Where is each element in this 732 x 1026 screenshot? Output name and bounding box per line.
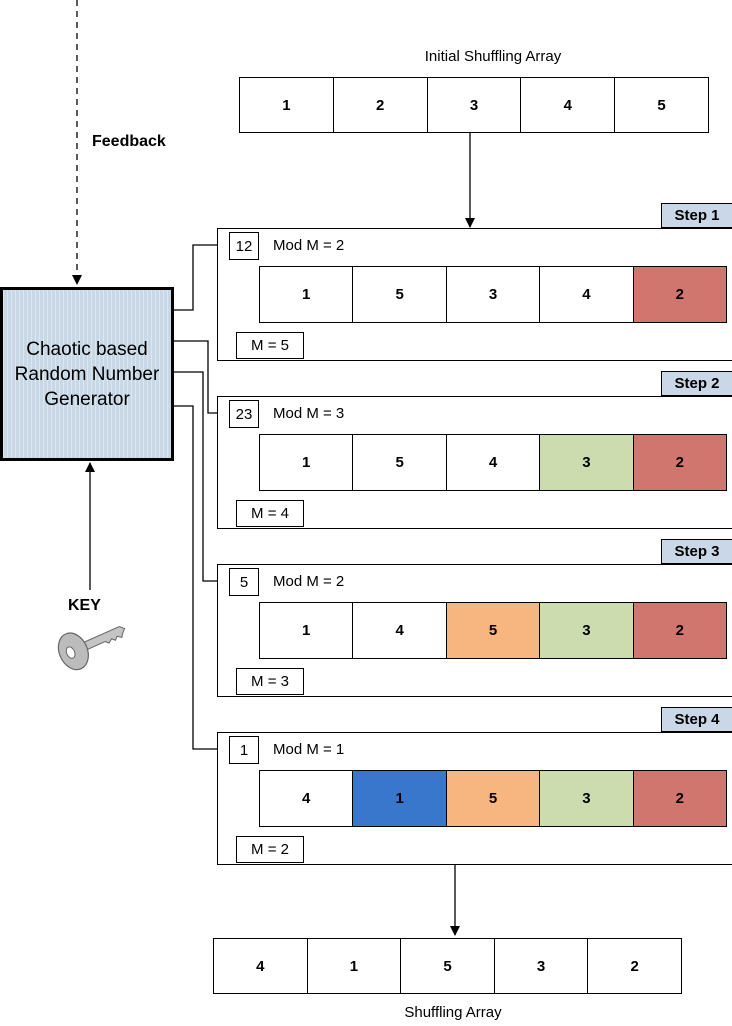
final-array-cell: 4 [214, 939, 308, 993]
step-array-cell: 1 [260, 267, 354, 322]
mod-label: Mod M = 2 [273, 573, 345, 590]
m-value-box: M = 5 [236, 332, 304, 359]
step-array-cell: 4 [353, 603, 447, 658]
initial-array-cell: 3 [428, 78, 522, 132]
wire-step4 [174, 405, 229, 750]
step-array-cell: 2 [633, 435, 727, 490]
step-array-cell: 1 [260, 435, 354, 490]
final-array-cell: 2 [630, 957, 639, 975]
step-2-tag: Step 2 [661, 371, 732, 396]
step-1-tag: Step 1 [661, 203, 732, 228]
step-array-cell: 1 [353, 771, 447, 826]
step-array-cell: 1 [260, 603, 354, 658]
step-array-cell: 5 [446, 771, 541, 826]
step-array-cell: 3 [540, 771, 634, 826]
mod-label: Mod M = 2 [273, 237, 345, 254]
generator-label: Chaotic based Random Number Generator [14, 338, 160, 410]
step-array-cell: 2 [633, 603, 727, 658]
final-array-cell: 1 [308, 939, 402, 993]
step-array-cell: 2 [633, 771, 727, 826]
step-array-cell: 4 [446, 435, 541, 490]
step-array-cell: 3 [540, 435, 634, 490]
key-icon [57, 626, 126, 671]
final-array-cell: 3 [495, 939, 589, 993]
final-array-cell: 5 [401, 939, 495, 993]
final-array-caption: Shuffling Array [404, 1004, 502, 1021]
key-label: KEY [68, 597, 101, 614]
step-array-cell: 3 [540, 603, 634, 658]
step-array-cell: 5 [353, 267, 447, 322]
mod-label: Mod M = 1 [273, 741, 345, 758]
m-value-box: M = 2 [236, 836, 304, 863]
initial-array-cell: 5 [657, 96, 666, 114]
step-array-cell: 4 [260, 771, 354, 826]
random-number-box: 1 [229, 736, 259, 764]
wire-step1 [174, 244, 229, 311]
m-value-box: M = 3 [236, 668, 304, 695]
initial-array-caption: Initial Shuffling Array [424, 48, 562, 65]
wire-step3 [174, 371, 229, 582]
step-array-cell: 5 [353, 435, 447, 490]
step-3-tag: Step 3 [661, 539, 732, 564]
random-number-box: 23 [229, 400, 259, 428]
m-value-box: M = 4 [236, 500, 304, 527]
feedback-label: Feedback [92, 133, 166, 150]
step-array-cell: 3 [446, 267, 541, 322]
random-number-generator: Chaotic based Random Number Generator [0, 287, 174, 461]
mod-label: Mod M = 3 [273, 405, 345, 422]
initial-array-cell: 2 [334, 78, 428, 132]
step-array-cell: 2 [633, 267, 727, 322]
initial-array-cell: 4 [521, 78, 616, 132]
random-number-box: 12 [229, 232, 259, 260]
random-number-box: 5 [229, 568, 259, 596]
step-4-tag: Step 4 [661, 707, 732, 732]
initial-array-cell: 1 [240, 78, 334, 132]
step-array-cell: 4 [540, 267, 634, 322]
step-array-cell: 5 [446, 603, 541, 658]
